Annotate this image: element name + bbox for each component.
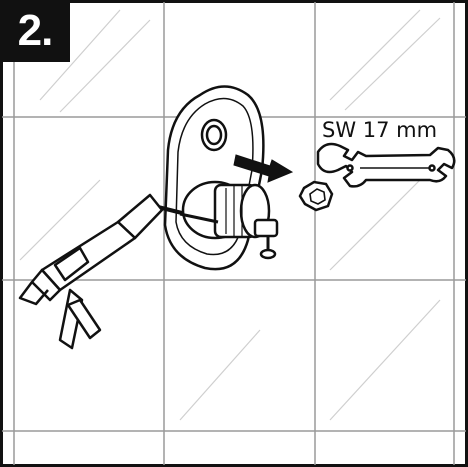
- caulking-gun-icon: [18, 193, 191, 350]
- pull-arrow-icon: [233, 154, 294, 183]
- step-number-badge: 2.: [0, 0, 70, 62]
- mounting-plate-icon: [163, 85, 265, 271]
- hex-plug-icon: [298, 180, 334, 212]
- open-end-wrench-icon: [316, 142, 456, 188]
- wrench-size-label: SW 17 mm: [322, 118, 438, 142]
- valve-cartridge-icon: [179, 180, 279, 260]
